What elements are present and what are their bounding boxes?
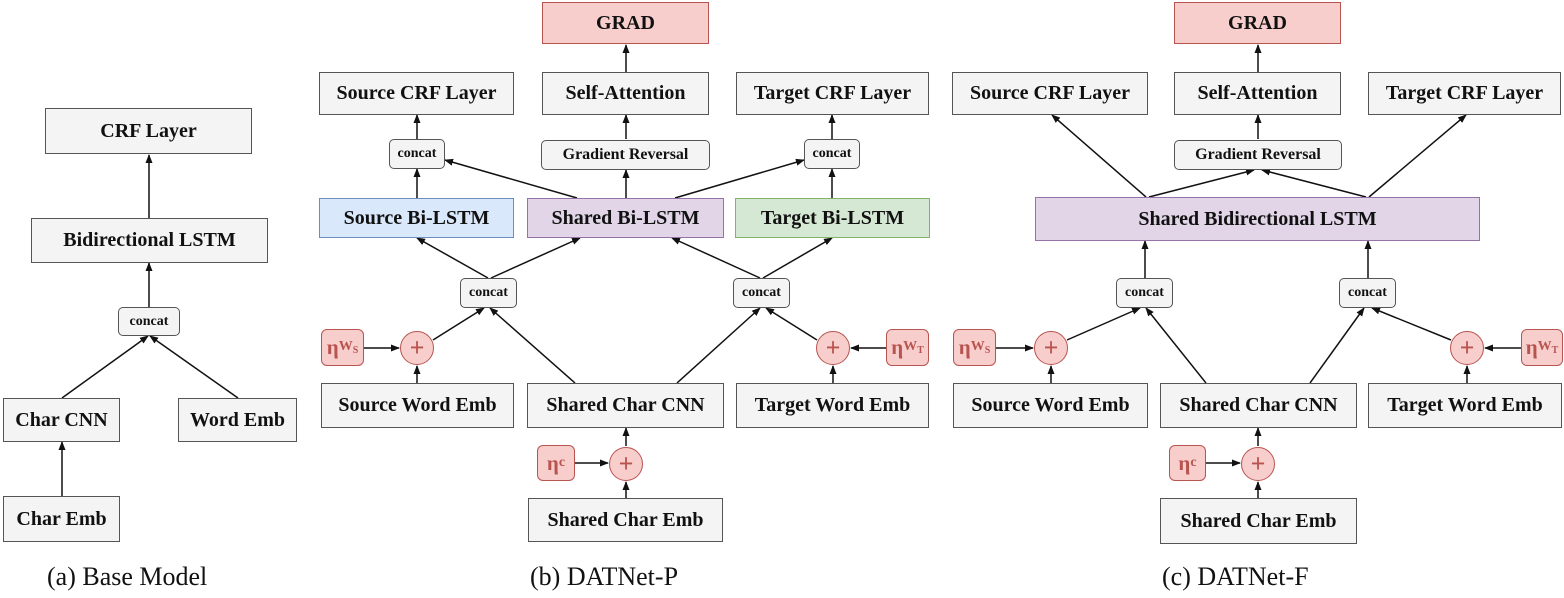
arrow-b-concat-tgtlstm: [762, 237, 833, 279]
source-input-concat-node-p: concat: [460, 278, 517, 308]
source-crf-layer-box-f: Source CRF Layer: [952, 72, 1148, 115]
arrow-b-sharedlstm-tgtconcat: [674, 158, 805, 199]
arrow-b-concat-srclstm: [416, 237, 489, 279]
grad-box-p: GRAD: [542, 2, 709, 44]
source-input-concat-node-f: concat: [1116, 278, 1173, 308]
shared-bilstm-box: Shared Bi-LSTM: [527, 198, 724, 238]
source-crf-layer-box-p: Source CRF Layer: [319, 72, 514, 115]
gradient-reversal-box-f: Gradient Reversal: [1174, 140, 1342, 170]
char-emb-box: Char Emb: [3, 496, 120, 542]
target-bilstm-box: Target Bi-LSTM: [735, 198, 930, 238]
source-word-emb-box-p: Source Word Emb: [321, 383, 514, 428]
concat-node: concat: [118, 307, 180, 336]
target-add-node-f: +: [1450, 331, 1484, 365]
target-word-emb-box-p: Target Word Emb: [736, 383, 929, 428]
target-word-emb-box-f: Target Word Emb: [1368, 383, 1562, 428]
grad-box-f: GRAD: [1174, 2, 1341, 44]
arrow-c-plus-concat: [1066, 307, 1141, 341]
target-add-node-p: +: [816, 331, 850, 365]
shared-bidirectional-lstm-box: Shared Bidirectional LSTM: [1035, 197, 1480, 241]
caption-base-model: (a) Base Model: [47, 562, 208, 591]
char-cnn-box: Char CNN: [3, 398, 120, 442]
source-word-emb-box-f: Source Word Emb: [953, 383, 1148, 428]
crf-layer-box: CRF Layer: [45, 108, 252, 154]
word-emb-box: Word Emb: [178, 398, 297, 442]
target-crf-layer-box-f: Target CRF Layer: [1368, 72, 1561, 115]
bidirectional-lstm-box: Bidirectional LSTM: [31, 218, 268, 263]
arrow-b-plus-concat: [432, 307, 485, 341]
shared-char-emb-box-p: Shared Char Emb: [528, 498, 723, 542]
arrow-a-charcnn-concat: [61, 335, 149, 399]
arrow-b-charcnn-concat-right: [676, 307, 761, 384]
target-crf-layer-box-p: Target CRF Layer: [736, 72, 929, 115]
char-add-node-f: +: [1241, 447, 1275, 481]
source-bilstm-box: Source Bi-LSTM: [319, 198, 514, 238]
arrow-c-lstm-tgtcrf: [1368, 114, 1467, 198]
shared-char-cnn-box-p: Shared Char CNN: [527, 383, 724, 428]
arrow-c-lstm-gradrev-right: [1261, 168, 1367, 198]
arrow-c-plus-concat-right: [1371, 307, 1452, 341]
target-input-concat-node-p: concat: [733, 278, 790, 308]
source-concat-node-p: concat: [389, 139, 445, 169]
arrow-b-charcnn-concat-left: [489, 307, 576, 384]
self-attention-box-p: Self-Attention: [542, 72, 709, 115]
arrow-a-wordemb-concat: [149, 335, 239, 399]
caption-datnet-p: (b) DATNet-P: [530, 562, 679, 591]
source-add-node-p: +: [400, 331, 434, 365]
arrow-c-lstm-srccrf: [1051, 114, 1147, 198]
arrow-b-concat-sharedlstm-right: [671, 237, 761, 279]
arrow-b-plus-concat-right: [765, 307, 818, 341]
target-input-concat-node-f: concat: [1339, 278, 1396, 308]
gradient-reversal-box-p: Gradient Reversal: [541, 140, 710, 170]
shared-char-emb-box-f: Shared Char Emb: [1160, 498, 1357, 544]
target-concat-node-p: concat: [804, 139, 860, 169]
arrow-b-sharedlstm-srcconcat: [444, 158, 578, 199]
shared-char-cnn-box-f: Shared Char CNN: [1160, 383, 1357, 428]
arrow-c-charcnn-concat-right: [1309, 307, 1365, 384]
self-attention-box-f: Self-Attention: [1174, 72, 1341, 115]
arrow-c-charcnn-concat-left: [1145, 307, 1207, 384]
char-add-node-p: +: [609, 447, 643, 481]
arrow-c-lstm-gradrev-left: [1148, 168, 1255, 198]
arrow-b-concat-sharedlstm: [490, 237, 581, 279]
source-add-node-f: +: [1034, 331, 1068, 365]
caption-datnet-f: (c) DATNet-F: [1162, 562, 1309, 591]
